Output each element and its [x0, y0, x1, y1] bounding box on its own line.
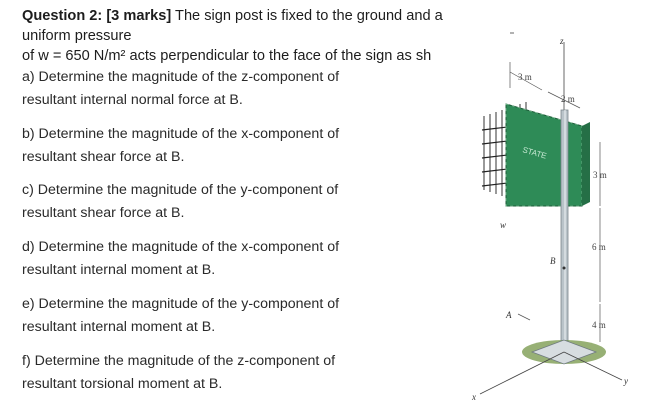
question-f-line1: f) Determine the magnitude of the z-comp… [22, 353, 336, 369]
x-axis-line [479, 351, 565, 395]
dim-offset-line [547, 91, 581, 109]
dim-width-label: 3 m [518, 72, 532, 82]
x-axis-label: x [471, 392, 476, 402]
point-b-marker [562, 266, 566, 270]
dim-sign-height-label: 3 m [593, 170, 607, 180]
dim-offset-label: 2 m [561, 94, 575, 104]
y-axis-line [563, 351, 623, 381]
dim-width-line [509, 71, 543, 91]
question-b: b) Determine the magnitude of the x-comp… [22, 123, 442, 169]
point-a-leader [517, 313, 531, 321]
dim-base-label: 4 m [592, 320, 606, 330]
question-d-line2: resultant internal moment at B. [22, 262, 216, 278]
dim-post-label: 6 m [592, 242, 606, 252]
sign-post-diagram: z 3 m 2 m w STATE 3 m [471, 32, 628, 402]
question-e-line1: e) Determine the magnitude of the y-comp… [22, 296, 340, 312]
sign-edge [582, 122, 590, 206]
question-b-line2: resultant shear force at B. [22, 149, 185, 165]
question-d: d) Determine the magnitude of the x-comp… [22, 236, 442, 282]
question-header-line1: Question 2: [3 marks] The sign post is f… [22, 6, 492, 46]
sign-post-figure: z 3 m 2 m w STATE 3 m [470, 30, 660, 414]
question-e-line2: resultant internal moment at B. [22, 319, 216, 335]
question-header: Question 2: [3 marks] The sign post is f… [22, 6, 492, 66]
y-axis-label: y [623, 376, 628, 386]
question-label: Question 2: [3 marks] [22, 8, 172, 24]
question-b-line1: b) Determine the magnitude of the x-comp… [22, 126, 340, 142]
question-c: c) Determine the magnitude of the y-comp… [22, 179, 442, 225]
load-label: w [500, 220, 506, 230]
question-a-line1: a) Determine the magnitude of the z-comp… [22, 69, 340, 85]
question-a: a) Determine the magnitude of the z-comp… [22, 66, 442, 112]
point-a-label: A [505, 310, 512, 320]
question-e: e) Determine the magnitude of the y-comp… [22, 293, 442, 339]
z-axis-label: z [559, 36, 564, 46]
question-f-line2: resultant torsional moment at B. [22, 376, 223, 392]
question-text-line2: of w = 650 N/m² acts perpendicular to th… [22, 48, 432, 64]
question-a-line2: resultant internal normal force at B. [22, 92, 243, 108]
question-f: f) Determine the magnitude of the z-comp… [22, 350, 442, 396]
question-c-line1: c) Determine the magnitude of the y-comp… [22, 182, 339, 198]
question-d-line1: d) Determine the magnitude of the x-comp… [22, 239, 340, 255]
question-text-line1: The sign post is fixed to the ground and… [22, 8, 443, 44]
question-c-line2: resultant shear force at B. [22, 205, 185, 221]
point-b-label: B [550, 256, 556, 266]
